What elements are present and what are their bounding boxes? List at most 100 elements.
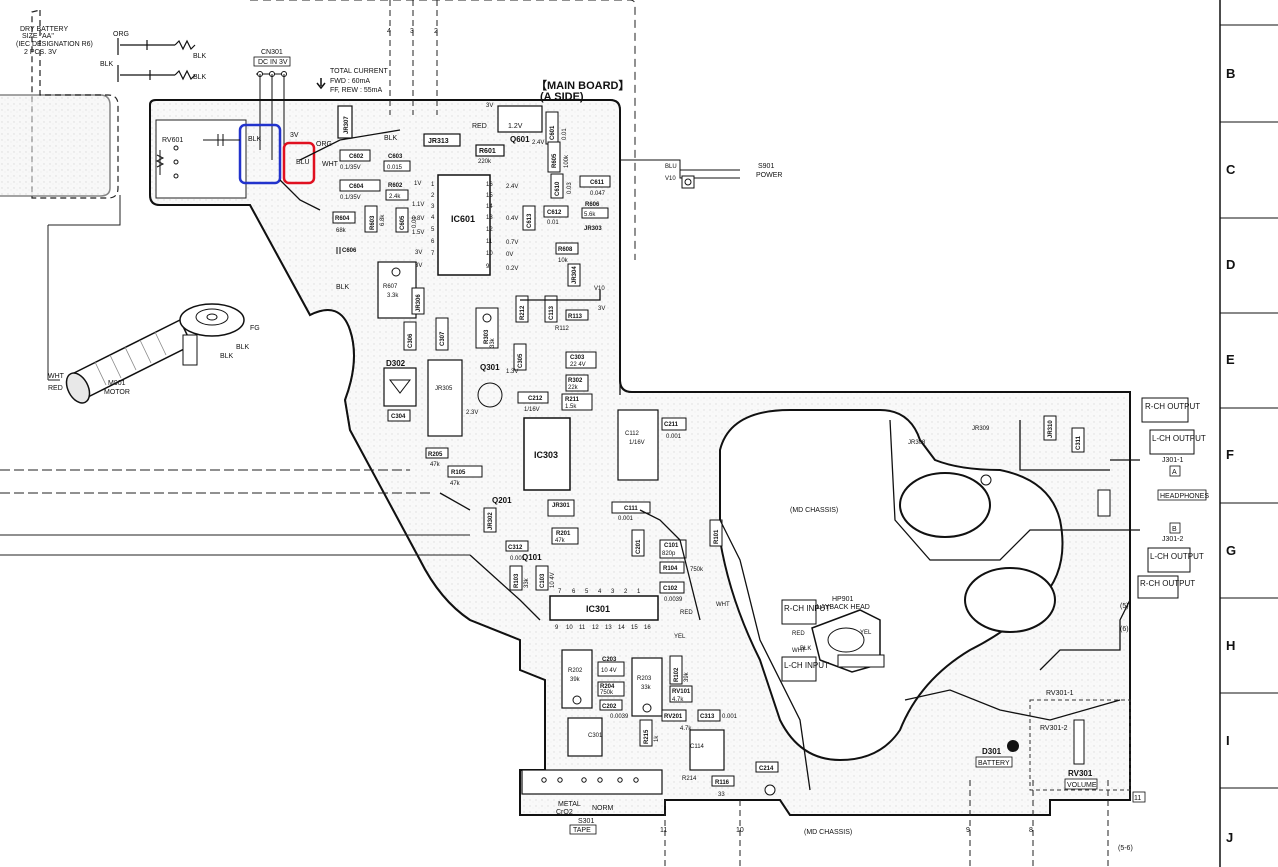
svg-text:0.01: 0.01: [547, 220, 559, 226]
svg-text:(5): (5): [1120, 603, 1129, 610]
svg-text:ORG: ORG: [113, 31, 129, 38]
svg-text:RED: RED: [48, 385, 63, 392]
svg-text:RV301-1: RV301-1: [1046, 690, 1074, 697]
svg-text:RV301-2: RV301-2: [1040, 725, 1068, 732]
svg-text:C311: C311: [1076, 435, 1082, 450]
svg-text:2.4V: 2.4V: [506, 184, 518, 190]
svg-text:CN301: CN301: [261, 49, 283, 56]
svg-text:SIZE "AA": SIZE "AA": [22, 33, 54, 40]
svg-text:METAL: METAL: [558, 801, 581, 808]
svg-text:0.03: 0.03: [567, 182, 573, 194]
svg-text:0.01: 0.01: [562, 128, 568, 140]
svg-text:5.6k: 5.6k: [584, 212, 596, 218]
svg-text:JR308: JR308: [908, 440, 926, 446]
svg-text:14: 14: [618, 625, 625, 631]
svg-text:(MD CHASSIS): (MD CHASSIS): [790, 507, 838, 514]
svg-text:2.4V: 2.4V: [532, 140, 544, 146]
svg-text:3.3k: 3.3k: [387, 293, 399, 299]
svg-text:BLK: BLK: [236, 344, 250, 351]
svg-text:RED: RED: [792, 631, 805, 637]
highlight-red: [282, 141, 316, 185]
svg-text:0.0039: 0.0039: [610, 714, 629, 720]
svg-text:TAPE: TAPE: [573, 827, 591, 834]
svg-text:820p: 820p: [662, 551, 676, 557]
cn301-connector: CN301 DC IN 3V TOTAL CURRENT FWD : 60mA …: [253, 49, 630, 160]
svg-text:2: 2: [624, 589, 628, 595]
svg-text:0.1/35V: 0.1/35V: [340, 195, 361, 201]
svg-text:JR303: JR303: [584, 226, 602, 232]
ic301: IC301 7 6 5 4 3 2 1 9 10 11 12 13 14 15 …: [549, 589, 659, 631]
svg-text:16: 16: [644, 625, 651, 631]
svg-text:JR307: JR307: [344, 116, 350, 134]
svg-text:C610: C610: [555, 181, 561, 196]
svg-text:750k: 750k: [690, 567, 704, 573]
svg-text:3V: 3V: [290, 132, 299, 139]
svg-text:R215: R215: [644, 729, 650, 744]
r-ch-output-top: R-CH OUTPUT: [1145, 402, 1200, 411]
svg-text:WHT: WHT: [48, 373, 65, 380]
svg-text:1.2V: 1.2V: [508, 123, 523, 130]
svg-text:YEL: YEL: [674, 634, 686, 640]
grid-row-j: J: [1226, 830, 1233, 845]
svg-text:BLK: BLK: [193, 53, 207, 60]
svg-text:0.001: 0.001: [722, 714, 738, 720]
svg-text:R104: R104: [663, 566, 678, 572]
svg-text:47k: 47k: [555, 538, 566, 544]
svg-text:1.5V: 1.5V: [412, 230, 424, 236]
svg-text:0.0039: 0.0039: [664, 597, 683, 603]
svg-text:TOTAL CURRENT: TOTAL CURRENT: [330, 68, 389, 75]
s901-power-switch: BLU V10 S901 POWER: [620, 159, 782, 189]
svg-text:11: 11: [660, 827, 667, 834]
svg-text:RV601: RV601: [162, 137, 183, 144]
svg-text:R302: R302: [568, 378, 583, 384]
svg-text:R606: R606: [585, 202, 600, 208]
svg-text:ORG: ORG: [316, 141, 332, 148]
svg-text:3: 3: [611, 589, 615, 595]
svg-text:RED: RED: [472, 123, 487, 130]
svg-text:JR304: JR304: [572, 266, 578, 284]
svg-text:3V: 3V: [415, 250, 422, 256]
svg-text:5: 5: [585, 589, 589, 595]
svg-text:1.3V: 1.3V: [506, 369, 518, 375]
board-title: 【MAIN BOARD】: [536, 79, 630, 92]
svg-text:BLK: BLK: [336, 284, 350, 291]
svg-text:C306: C306: [408, 333, 414, 348]
svg-text:(5-6): (5-6): [1118, 845, 1133, 852]
grid-row-d: D: [1226, 257, 1235, 272]
svg-text:8: 8: [1029, 827, 1033, 834]
svg-text:C102: C102: [663, 586, 678, 592]
output-jacks: R-CH OUTPUT L-CH OUTPUT J301-1 A HEADPHO…: [790, 397, 1209, 599]
e-row-components: D302 C304 JR305 R212 C113 R113 R112 C305…: [383, 295, 597, 437]
svg-text:R112: R112: [555, 326, 570, 332]
highlight-blue: [238, 123, 282, 185]
svg-text:DC IN 3V: DC IN 3V: [258, 59, 288, 66]
svg-text:C606: C606: [342, 248, 357, 254]
svg-text:C114: C114: [690, 744, 705, 750]
svg-text:0V: 0V: [506, 252, 513, 258]
playback-head-hp901: HP901 PLAYBACK HEAD RED YEL BLK WHT YEL …: [674, 596, 885, 682]
svg-text:R204: R204: [600, 684, 615, 690]
svg-text:0.2V: 0.2V: [506, 266, 518, 272]
svg-text:220k: 220k: [478, 159, 492, 165]
svg-text:C305: C305: [518, 353, 524, 368]
svg-text:3: 3: [410, 28, 414, 35]
svg-text:0.01: 0.01: [412, 216, 418, 228]
svg-text:R113: R113: [568, 314, 583, 320]
svg-text:R214: R214: [682, 776, 697, 782]
svg-text:C601: C601: [550, 125, 556, 140]
svg-text:Q301: Q301: [480, 363, 500, 372]
svg-text:4: 4: [387, 28, 391, 35]
svg-text:16: 16: [486, 182, 493, 188]
svg-text:6.8k: 6.8k: [380, 214, 386, 226]
svg-text:S301: S301: [578, 818, 594, 825]
svg-text:R201: R201: [556, 531, 571, 537]
svg-text:Q601: Q601: [510, 135, 530, 144]
svg-text:1: 1: [431, 182, 435, 188]
svg-text:(MD CHASSIS): (MD CHASSIS): [804, 829, 852, 836]
svg-text:FG: FG: [250, 325, 260, 332]
svg-text:R203: R203: [637, 676, 652, 682]
svg-text:BLK: BLK: [800, 646, 811, 652]
svg-text:4.7k: 4.7k: [680, 726, 692, 732]
svg-text:100k: 100k: [564, 154, 570, 168]
svg-text:C202: C202: [602, 704, 617, 710]
